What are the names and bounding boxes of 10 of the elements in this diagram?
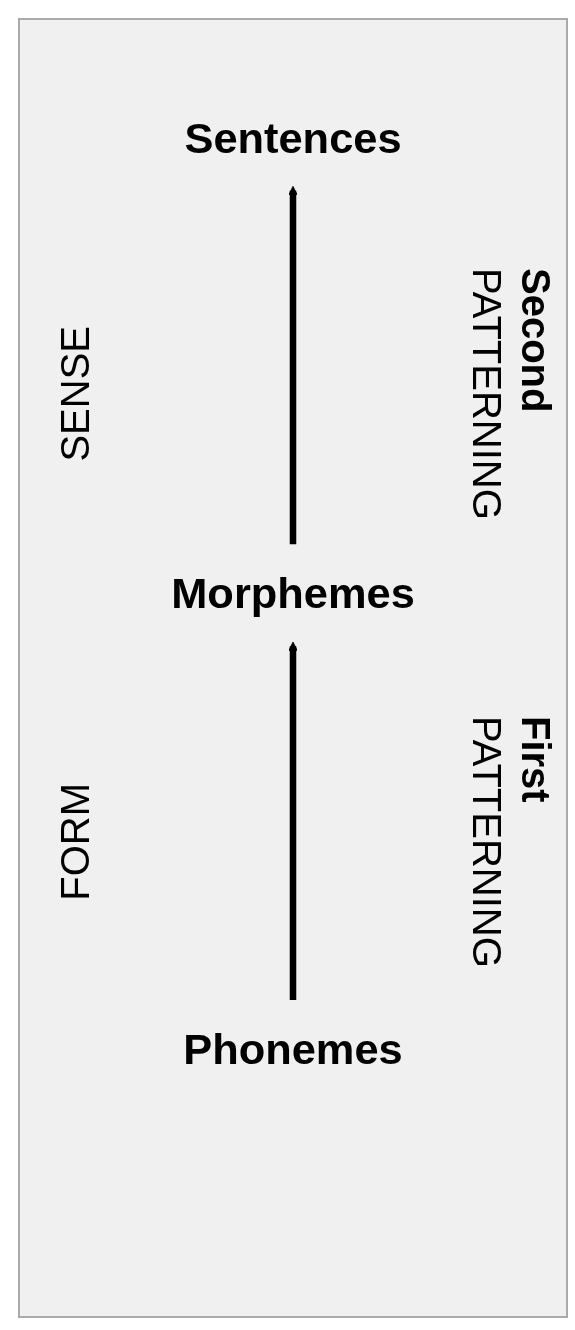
axis-label: PATTERNING [464,268,509,520]
node-text: Morphemes [171,569,415,617]
node-text: Phonemes [183,1024,403,1073]
arrow [288,185,298,545]
node-text: Sentences [184,113,402,162]
axis-label: FORM [52,783,98,901]
axis-label: First [513,716,558,805]
axis-label: PATTERNING [464,716,509,968]
axis-label: Second [513,268,558,415]
axis-label: SENSE [52,326,98,462]
